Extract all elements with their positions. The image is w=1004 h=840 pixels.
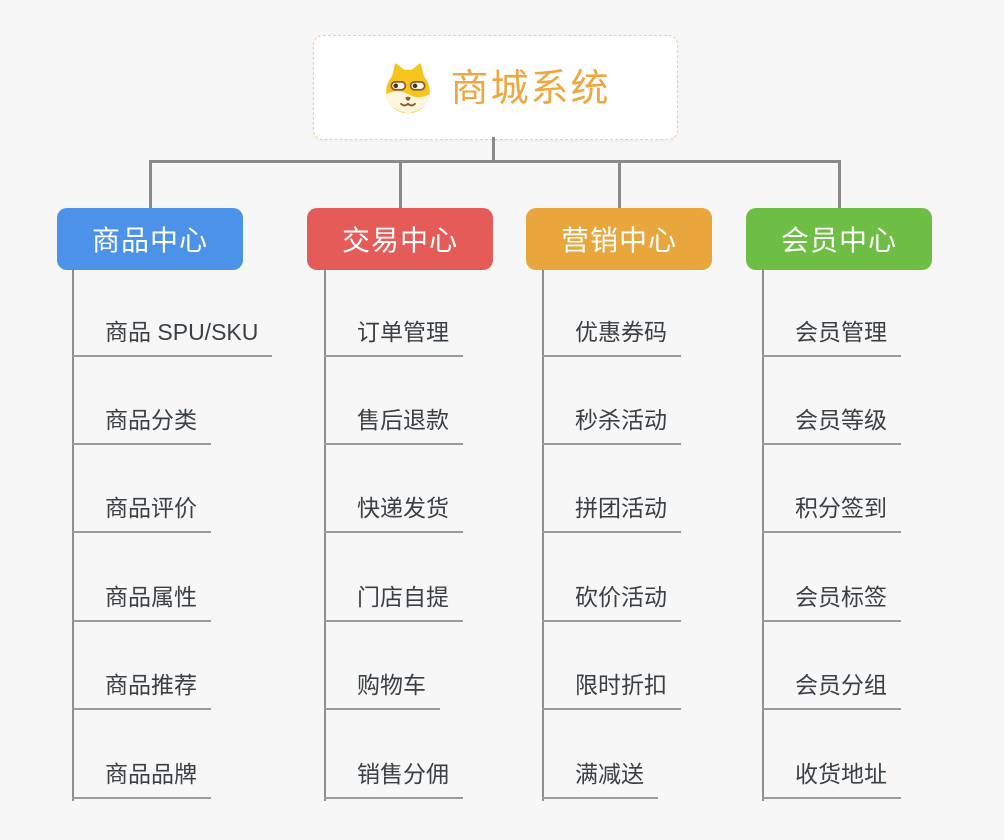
branch-spine-connector	[72, 270, 74, 801]
branch-drop-connector	[399, 160, 402, 209]
root-stem-connector	[492, 137, 495, 163]
branch-spine-connector	[542, 270, 544, 801]
leaf-node[interactable]: 积分签到	[762, 493, 901, 533]
root-node[interactable]: 商城系统	[313, 35, 678, 140]
leaf-node[interactable]: 拼团活动	[542, 493, 681, 533]
branch-node-member-center[interactable]: 会员中心	[746, 208, 932, 270]
leaf-node[interactable]: 售后退款	[324, 405, 463, 445]
leaf-node[interactable]: 商品 SPU/SKU	[72, 317, 273, 357]
leaf-node[interactable]: 限时折扣	[542, 670, 681, 710]
branch-drop-connector	[149, 160, 152, 209]
leaf-node[interactable]: 门店自提	[324, 582, 463, 622]
branch-node-trade-center[interactable]: 交易中心	[307, 208, 493, 270]
leaf-node[interactable]: 秒杀活动	[542, 405, 681, 445]
branch-node-product-center[interactable]: 商品中心	[57, 208, 243, 270]
leaf-node[interactable]: 商品分类	[72, 405, 211, 445]
leaf-node[interactable]: 收货地址	[762, 759, 901, 799]
branch-node-marketing-center[interactable]: 营销中心	[526, 208, 712, 270]
branch-bus-connector	[150, 160, 839, 163]
leaf-node[interactable]: 销售分佣	[324, 759, 463, 799]
leaf-node[interactable]: 商品品牌	[72, 759, 211, 799]
dog-face-icon	[380, 60, 436, 116]
leaf-node[interactable]: 商品属性	[72, 582, 211, 622]
leaf-node[interactable]: 快递发货	[324, 493, 463, 533]
leaf-node[interactable]: 优惠券码	[542, 317, 681, 357]
branch-drop-connector	[838, 160, 841, 209]
leaf-node[interactable]: 会员等级	[762, 405, 901, 445]
root-title: 商城系统	[450, 67, 611, 110]
leaf-node[interactable]: 满减送	[542, 759, 658, 799]
leaf-node[interactable]: 购物车	[324, 670, 440, 710]
leaf-node[interactable]: 会员分组	[762, 670, 901, 710]
leaf-node[interactable]: 商品评价	[72, 493, 211, 533]
branch-spine-connector	[762, 270, 764, 801]
leaf-node[interactable]: 商品推荐	[72, 670, 211, 710]
branch-spine-connector	[324, 270, 326, 801]
leaf-node[interactable]: 砍价活动	[542, 582, 681, 622]
branch-drop-connector	[618, 160, 621, 209]
leaf-node[interactable]: 订单管理	[324, 317, 463, 357]
leaf-node[interactable]: 会员管理	[762, 317, 901, 357]
leaf-node[interactable]: 会员标签	[762, 582, 901, 622]
